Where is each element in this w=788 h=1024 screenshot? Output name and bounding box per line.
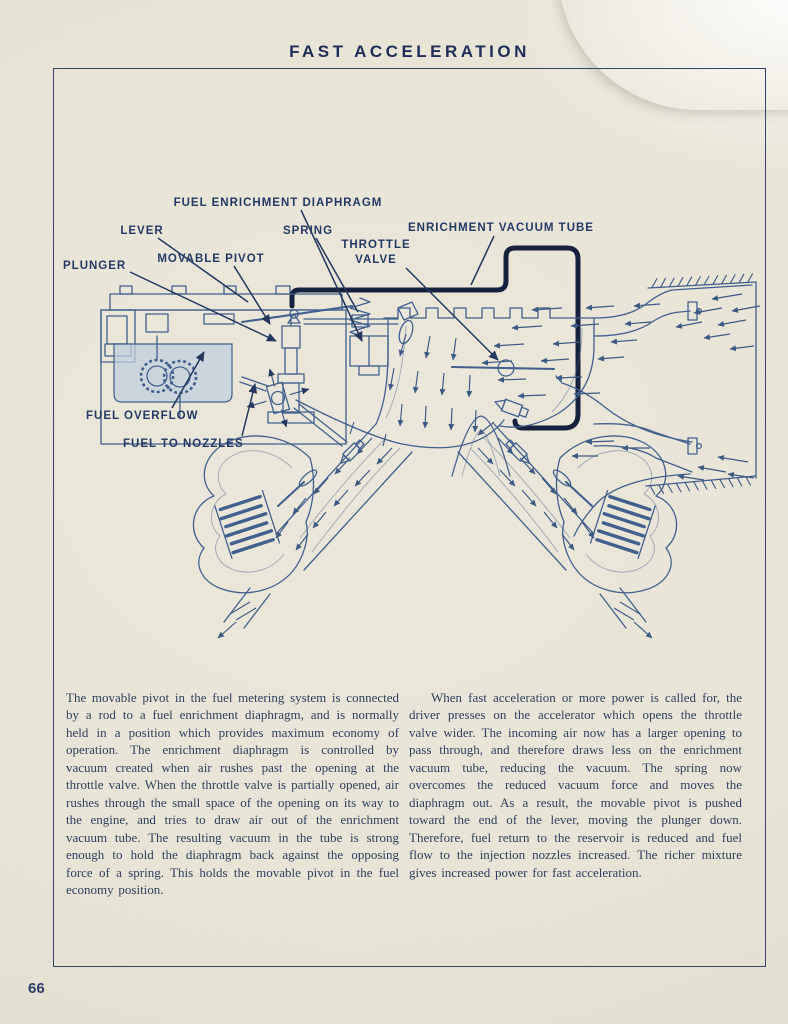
- intake-branch-and-head-right: [458, 424, 677, 638]
- airflow-arrows: [275, 293, 761, 551]
- enrichment-vacuum-tube-line: [289, 245, 581, 431]
- label-enrichment-vacuum-tube: ENRICHMENT VACUUM TUBE: [408, 222, 594, 234]
- intake-branch-and-head-left: [192, 423, 413, 639]
- valve-spring: [214, 489, 281, 560]
- injection-nozzle: [505, 439, 530, 464]
- label-fuel-to-nozzles: FUEL TO NOZZLES: [123, 438, 244, 450]
- label-spring: SPRING: [283, 225, 333, 237]
- fuel-system-diagram: FUEL ENRICHMENT DIAPHRAGM LEVER SPRING E…: [63, 197, 761, 686]
- label-throttle-valve-line2: VALVE: [355, 254, 397, 266]
- body-right-column: When fast acceleration or more power is …: [409, 690, 742, 880]
- throttle-valve-plate: [450, 359, 556, 377]
- air-intake-horn: [593, 273, 757, 495]
- label-lever: LEVER: [120, 225, 163, 237]
- enrichment-diaphragm-and-spring: [349, 297, 389, 376]
- fuel-distributor-cross: [246, 368, 310, 428]
- label-fuel-overflow: FUEL OVERFLOW: [86, 410, 198, 422]
- label-leader-lines: [129, 209, 499, 437]
- diagram-labels: FUEL ENRICHMENT DIAPHRAGM LEVER SPRING E…: [63, 197, 594, 450]
- label-fuel-enrichment-diaphragm: FUEL ENRICHMENT DIAPHRAGM: [174, 197, 383, 209]
- page-number: 66: [28, 980, 45, 997]
- label-movable-pivot: MOVABLE PIVOT: [157, 253, 264, 265]
- body-left-column: The movable pivot in the fuel metering s…: [66, 690, 399, 897]
- label-throttle-valve-line1: THROTTLE: [341, 239, 410, 251]
- airflow-hatching: [649, 273, 754, 495]
- page-title: FAST ACCELERATION: [289, 42, 530, 61]
- fuel-lines: [239, 376, 505, 449]
- injection-nozzle: [340, 439, 365, 464]
- label-plunger: PLUNGER: [63, 260, 126, 272]
- carburetor-air-chamber: [375, 307, 693, 537]
- plunger-assembly: [267, 317, 315, 424]
- lever-and-pivot: [240, 301, 419, 345]
- discharge-nozzle: [494, 398, 530, 418]
- content-border: FUEL ENRICHMENT DIAPHRAGM LEVER SPRING E…: [53, 68, 766, 967]
